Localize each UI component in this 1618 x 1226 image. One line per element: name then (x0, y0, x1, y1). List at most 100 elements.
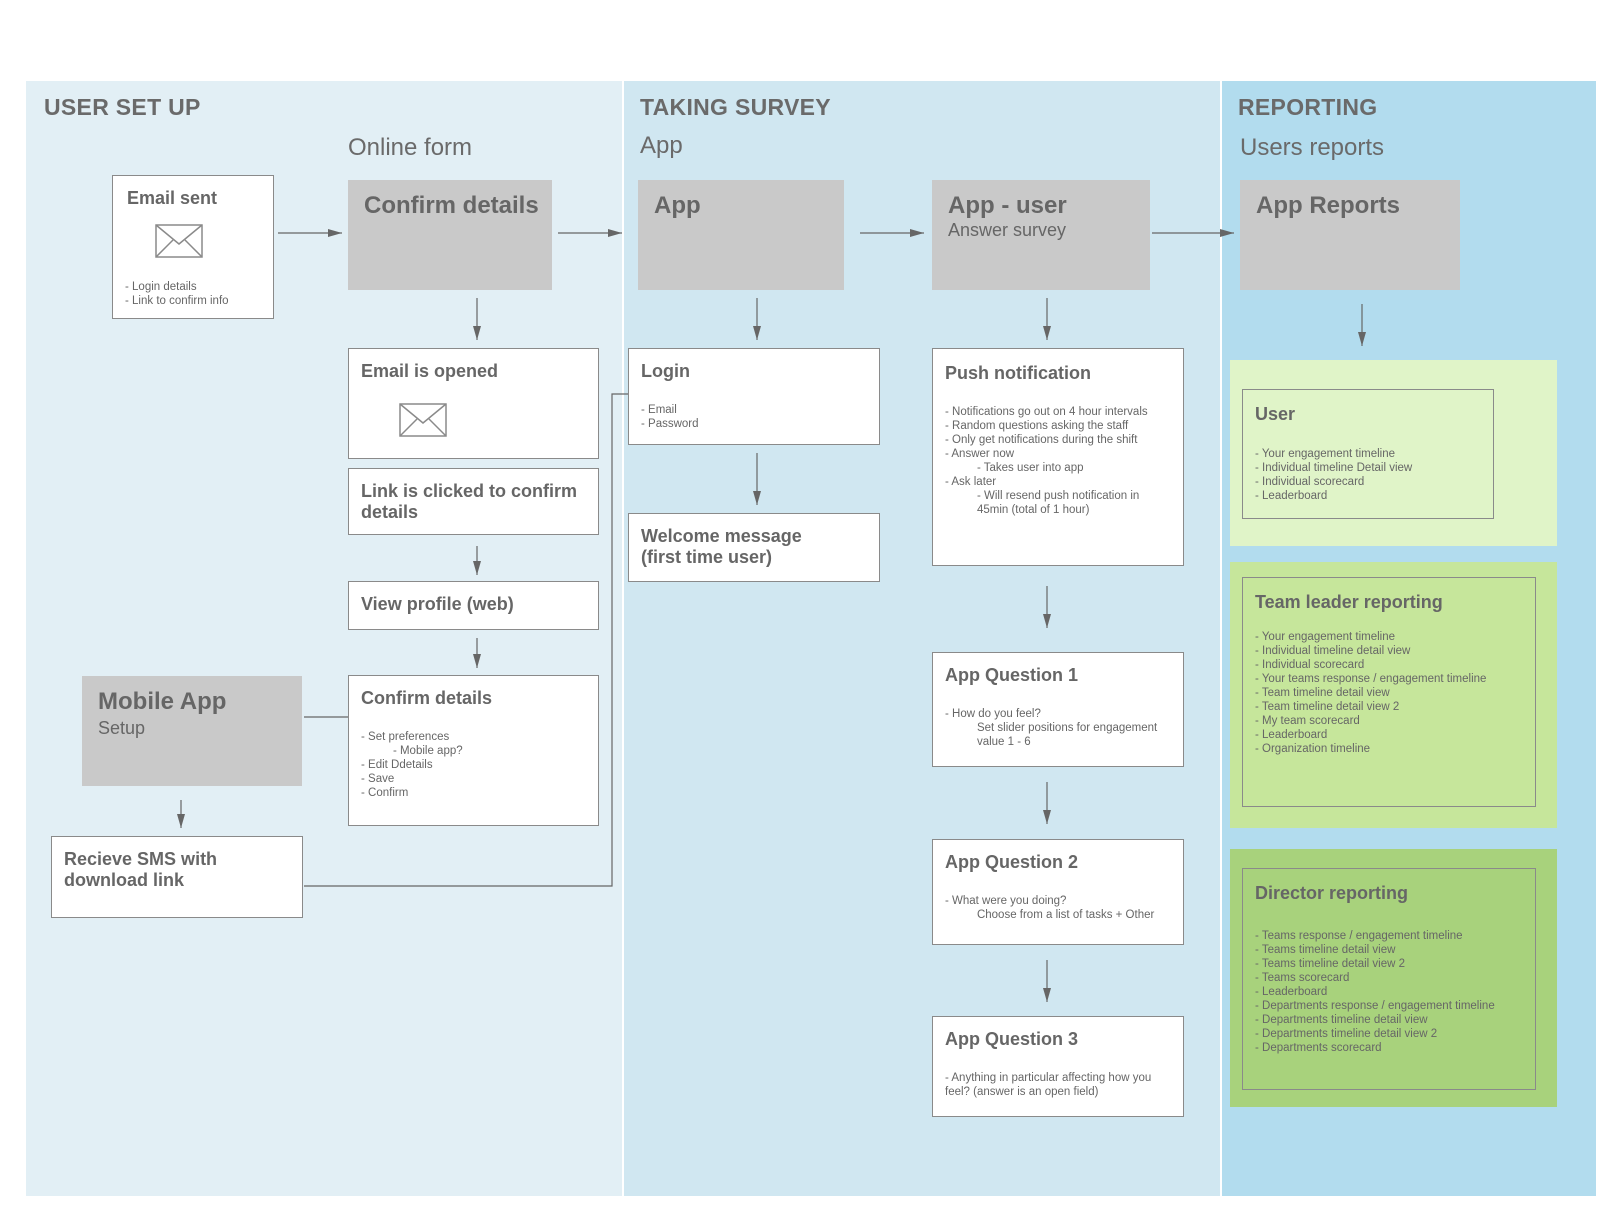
node-title: User (1255, 404, 1296, 424)
item: - Teams timeline detail view (1255, 944, 1396, 956)
item: - Edit Ddetails (361, 759, 433, 771)
node-title: App - user (948, 192, 1067, 219)
node-confirm-details: Confirm details - Set preferences - Mobi… (348, 675, 599, 826)
item: - Teams scorecard (1255, 972, 1350, 984)
node-title: Welcome message (first time user) (641, 526, 802, 567)
node-title: Director reporting (1255, 883, 1409, 903)
node-items: - Your engagement timeline - Individual … (1255, 630, 1486, 756)
item: - Teams timeline detail view 2 (1255, 958, 1405, 970)
subtitle-online-form: Online form (348, 134, 473, 161)
node-items: - Set preferences - Mobile app? - Edit D… (361, 730, 463, 800)
node-items: - What were you doing? Choose from a lis… (945, 894, 1154, 922)
subtitle-app: App (640, 132, 683, 159)
item: - Leaderboard (1255, 729, 1328, 741)
node-title: App (654, 192, 701, 219)
node-title: Email is opened (361, 361, 499, 381)
panel-team-leader-report: Team leader reporting - Your engagement … (1230, 562, 1557, 828)
node-user-report: User - Your engagement timeline - Indivi… (1242, 389, 1494, 519)
lane-title-reporting: REPORTING (1238, 94, 1378, 120)
node-title: Confirm details (364, 192, 539, 219)
node-title: Confirm details (361, 688, 493, 708)
node-title: Login (641, 361, 690, 381)
node-link-clicked: Link is clicked to confirm details (348, 468, 599, 535)
envelope-icon (155, 224, 203, 258)
node-receive-sms: Recieve SMS with download link (51, 836, 303, 918)
node-view-profile: View profile (web) (348, 581, 599, 630)
node-title: Link is clicked to confirm details (361, 481, 578, 522)
item: - Notifications go out on 4 hour interva… (945, 406, 1148, 418)
item: - What were you doing? (945, 895, 1067, 907)
item: Choose from a list of tasks + Other (945, 909, 1155, 921)
item: 45min (total of 1 hour) (945, 504, 1090, 516)
item: - Individual scorecard (1255, 476, 1365, 488)
item: - Only get notifications during the shif… (945, 434, 1138, 446)
item: value 1 - 6 (945, 736, 1031, 748)
item: - Set preferences (361, 731, 450, 743)
item: - Email (641, 404, 677, 416)
node-login: Login - Email - Password (628, 348, 880, 445)
node-email-sent: Email sent - Login details - Link to con… (112, 175, 274, 319)
node-title: App Question 3 (945, 1029, 1079, 1049)
node-items: - Notifications go out on 4 hour interva… (945, 405, 1148, 517)
node-confirm-details-header: Confirm details (348, 180, 552, 290)
panel-user-report: User - Your engagement timeline - Indivi… (1230, 360, 1557, 546)
item: feel? (answer is an open field) (945, 1086, 1099, 1098)
item: - Will resend push notification in (945, 490, 1140, 502)
item: - Your teams response / engagement timel… (1255, 673, 1487, 685)
node-items: - Login details - Link to confirm info (125, 280, 229, 308)
item: - Leaderboard (1255, 490, 1328, 502)
item: - Departments timeline detail view 2 (1255, 1028, 1438, 1040)
node-items: - Anything in particular affecting how y… (945, 1071, 1151, 1099)
item: - Anything in particular affecting how y… (945, 1072, 1152, 1084)
item: - Confirm (361, 787, 409, 799)
node-welcome-message: Welcome message (first time user) (628, 513, 880, 582)
node-title: Team leader reporting (1255, 592, 1443, 612)
node-director-report: Director reporting - Teams response / en… (1242, 868, 1536, 1090)
envelope-icon (399, 403, 447, 437)
node-app-question-3: App Question 3 - Anything in particular … (932, 1016, 1184, 1117)
lane-title-user-set-up: USER SET UP (44, 94, 201, 120)
item: - Save (361, 773, 395, 785)
node-title: App Question 1 (945, 665, 1079, 685)
node-items: - Your engagement timeline - Individual … (1255, 447, 1412, 503)
item: - My team scorecard (1255, 715, 1360, 727)
node-team-leader-report: Team leader reporting - Your engagement … (1242, 577, 1536, 807)
node-subtitle: Answer survey (948, 220, 1067, 240)
item: - Organization timeline (1255, 743, 1371, 755)
item: Set slider positions for engagement (945, 722, 1158, 734)
subtitle-users-reports: Users reports (1240, 134, 1385, 161)
item: - Individual timeline detail view (1255, 645, 1411, 657)
item: - Teams response / engagement timeline (1255, 930, 1463, 942)
item: - Departments timeline detail view (1255, 1014, 1428, 1026)
node-title: Recieve SMS with download link (64, 849, 218, 890)
item: - Login details (125, 281, 197, 293)
item: - Team timeline detail view (1255, 687, 1390, 699)
node-items: - Email - Password (641, 403, 699, 431)
node-app-reports: App Reports (1240, 180, 1460, 290)
item: - Random questions asking the staff (945, 420, 1129, 432)
item: - Individual timeline Detail view (1255, 462, 1413, 474)
item: - Your engagement timeline (1255, 631, 1396, 643)
item: - Link to confirm info (125, 295, 229, 307)
node-app-user: App - user Answer survey (932, 180, 1150, 290)
node-title: Email sent (127, 188, 218, 208)
node-subtitle: Setup (98, 718, 146, 738)
lane-title-taking-survey: TAKING SURVEY (640, 94, 831, 120)
panel-director-report: Director reporting - Teams response / en… (1230, 849, 1557, 1107)
line-sms-to-login (304, 393, 628, 887)
node-email-opened: Email is opened (348, 348, 599, 459)
item: - Team timeline detail view 2 (1255, 701, 1400, 713)
item: - Your engagement timeline (1255, 448, 1396, 460)
node-app-question-2: App Question 2 - What were you doing? Ch… (932, 839, 1184, 945)
item: - Departments scorecard (1255, 1042, 1382, 1054)
item: - Answer now (945, 448, 1015, 460)
node-title: Push notification (945, 363, 1091, 383)
node-app-question-1: App Question 1 - How do you feel? Set sl… (932, 652, 1184, 767)
item: - How do you feel? (945, 708, 1041, 720)
node-mobile-app-setup: Mobile App Setup (82, 676, 302, 786)
node-title: View profile (web) (361, 594, 514, 614)
item: - Password (641, 418, 699, 430)
item: - Leaderboard (1255, 986, 1328, 998)
node-items: - How do you feel? Set slider positions … (945, 707, 1157, 749)
